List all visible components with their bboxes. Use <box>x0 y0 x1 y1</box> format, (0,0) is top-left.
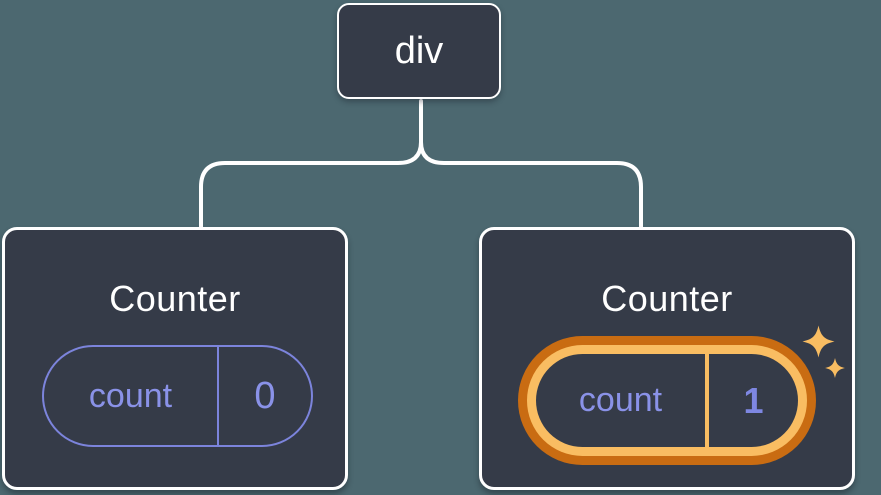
state-value: 0 <box>254 374 276 417</box>
connector-left-branch <box>199 140 423 231</box>
sparkle-small <box>825 358 845 378</box>
state-key-label: count <box>88 376 173 415</box>
component-title: Counter <box>109 278 241 319</box>
state-pill: count 0 <box>42 345 313 447</box>
component-title: Counter <box>601 278 733 319</box>
state-pill-divider <box>217 347 219 445</box>
counter-card-right: Counter count 1 <box>479 227 855 490</box>
sparkle-large <box>802 325 835 358</box>
root-node-label: div <box>394 29 444 72</box>
state-pill-highlighted: count 1 <box>536 354 798 447</box>
connector-right-branch <box>419 140 643 231</box>
state-pill-divider <box>705 354 709 447</box>
state-highlight-ring: count 1 <box>518 336 816 465</box>
counter-card-left: Counter count 0 <box>2 227 348 490</box>
sparkles-icon <box>802 325 845 378</box>
state-highlight-ring-inner: count 1 <box>527 345 807 456</box>
state-value: 1 <box>743 379 764 421</box>
root-node-div: div <box>337 3 501 99</box>
state-key-label: count <box>578 381 663 419</box>
